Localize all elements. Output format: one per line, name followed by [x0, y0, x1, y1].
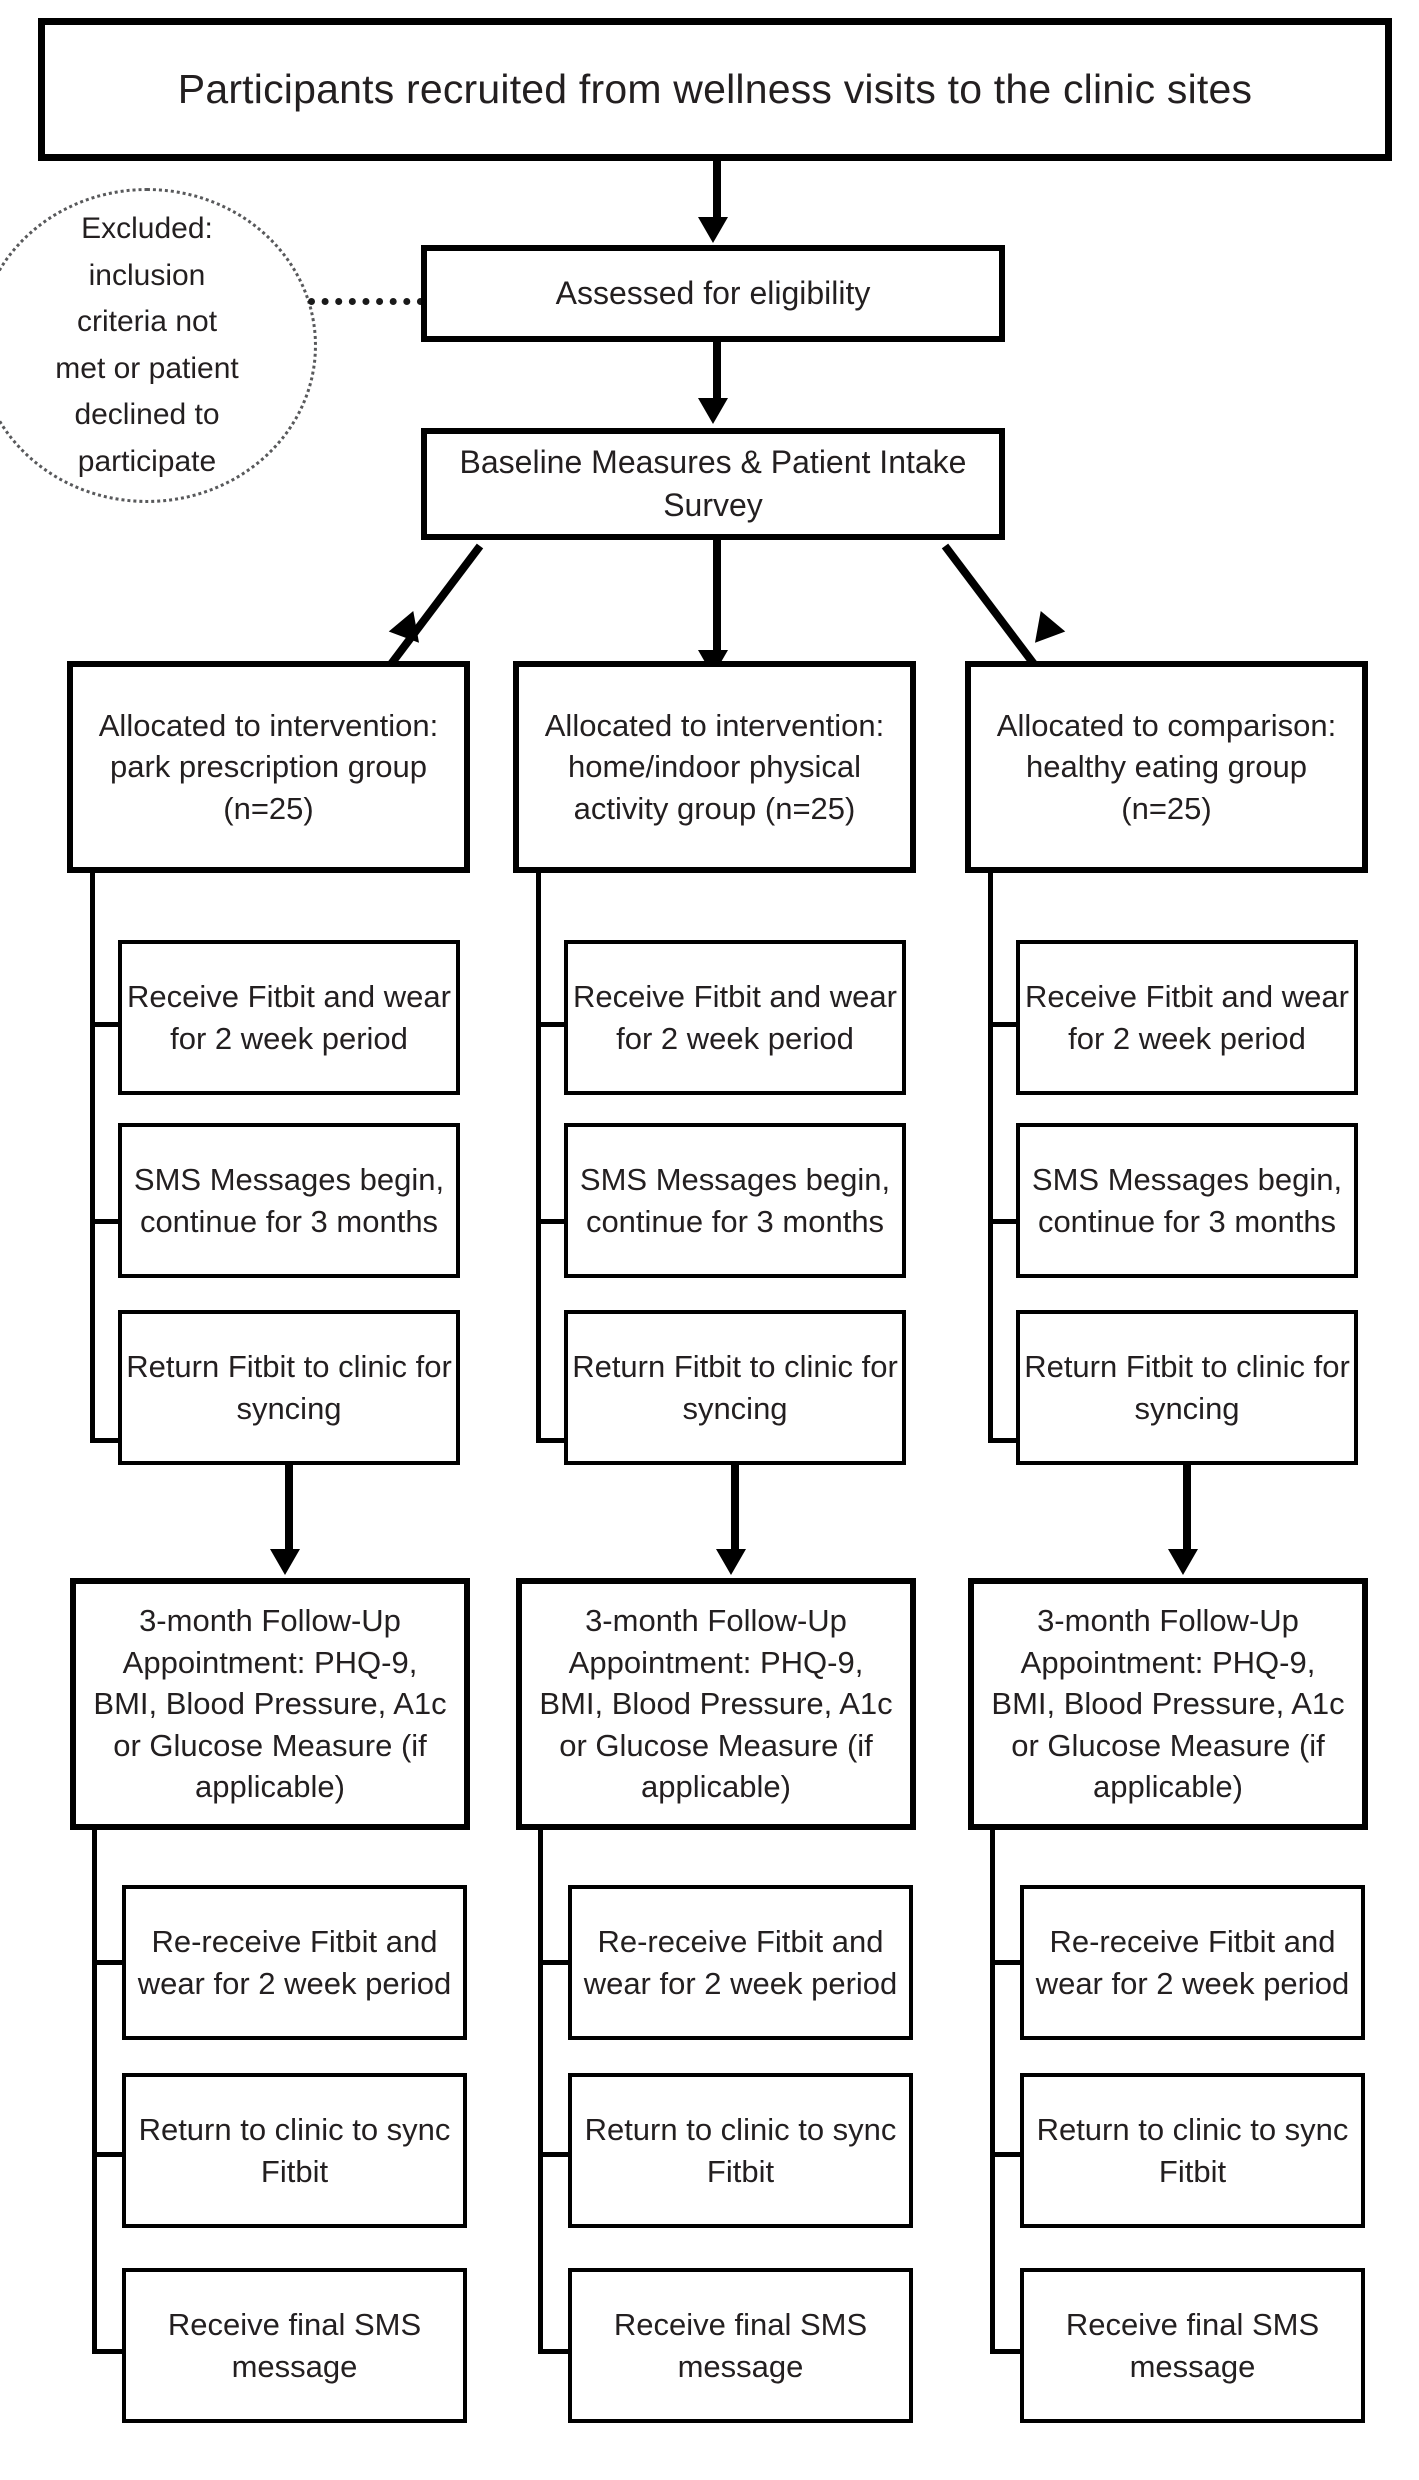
- connector-arm-3-to-followup: [1183, 1465, 1191, 1555]
- step-box-arm-1-return-to-sync: Return to clinic to sync Fitbit: [122, 2073, 467, 2228]
- bracket-stub-arm-2-step-4: [538, 1960, 572, 1965]
- step-box-arm-3-return-fitbit: Return Fitbit to clinic for syncing: [1016, 1310, 1358, 1465]
- step-box-arm-2-re-receive-fitbit: Re-receive Fitbit and wear for 2 week pe…: [568, 1885, 913, 2040]
- step-label-arm-1-return-to-sync: Return to clinic to sync Fitbit: [138, 2111, 451, 2189]
- step-label-arm-2-final-sms: Receive final SMS message: [613, 2306, 868, 2384]
- followup-label-arm-3: 3-month Follow-Up Appointment: PHQ-9, BM…: [991, 1603, 1345, 1805]
- bracket-spine-arm-2-phase2: [538, 1830, 543, 2354]
- title-box: Participants recruited from wellness vis…: [38, 18, 1392, 161]
- allocation-box-arm-3: Allocated to comparison: healthy eating …: [965, 661, 1368, 873]
- bracket-spine-arm-1-phase2: [92, 1830, 97, 2354]
- allocation-box-arm-2: Allocated to intervention: home/indoor p…: [513, 661, 916, 873]
- step-label-arm-3-receive-fitbit: Receive Fitbit and wear for 2 week perio…: [1025, 978, 1349, 1056]
- step-box-arm-3-sms-begin: SMS Messages begin, continue for 3 month…: [1016, 1123, 1358, 1278]
- bracket-stub-arm-3-step-5: [990, 2152, 1024, 2157]
- step-label-arm-2-re-receive-fitbit: Re-receive Fitbit and wear for 2 week pe…: [583, 1923, 898, 2001]
- bracket-stub-arm-3-step-2: [988, 1219, 1020, 1224]
- arrowhead-arm-2-to-followup: [716, 1549, 746, 1575]
- bracket-spine-arm-3-phase2: [990, 1830, 995, 2354]
- bracket-stub-arm-2-step-5: [538, 2152, 572, 2157]
- followup-label-arm-2: 3-month Follow-Up Appointment: PHQ-9, BM…: [539, 1603, 893, 1805]
- bracket-stub-arm-1-step-3: [90, 1438, 122, 1443]
- eligibility-box-label: Assessed for eligibility: [555, 275, 871, 312]
- bracket-stub-arm-3-step-4: [990, 1960, 1024, 1965]
- title-box-label: Participants recruited from wellness vis…: [177, 66, 1253, 113]
- step-box-arm-2-final-sms: Receive final SMS message: [568, 2268, 913, 2423]
- arrowhead-arm-3-to-followup: [1168, 1549, 1198, 1575]
- step-label-arm-1-receive-fitbit: Receive Fitbit and wear for 2 week perio…: [127, 978, 451, 1056]
- bracket-stub-arm-2-step-2: [536, 1219, 568, 1224]
- step-box-arm-1-sms-begin: SMS Messages begin, continue for 3 month…: [118, 1123, 460, 1278]
- eligibility-box: Assessed for eligibility: [421, 245, 1005, 342]
- bracket-stub-arm-1-step-4: [92, 1960, 126, 1965]
- step-label-arm-2-sms-begin: SMS Messages begin, continue for 3 month…: [579, 1161, 891, 1239]
- bracket-stub-arm-1-step-2: [90, 1219, 122, 1224]
- allocation-label-arm-1: Allocated to intervention: park prescrip…: [98, 707, 439, 826]
- arrowhead-eligibility-to-baseline: [698, 398, 728, 424]
- step-box-arm-3-re-receive-fitbit: Re-receive Fitbit and wear for 2 week pe…: [1020, 1885, 1365, 2040]
- bracket-stub-arm-3-step-1: [988, 1022, 1020, 1027]
- step-box-arm-3-final-sms: Receive final SMS message: [1020, 2268, 1365, 2423]
- excluded-circle: Excluded: inclusion criteria not met or …: [0, 188, 317, 503]
- step-box-arm-2-return-to-sync: Return to clinic to sync Fitbit: [568, 2073, 913, 2228]
- step-label-arm-2-return-to-sync: Return to clinic to sync Fitbit: [584, 2111, 897, 2189]
- bracket-stub-arm-2-step-3: [536, 1438, 568, 1443]
- step-label-arm-1-return-fitbit: Return Fitbit to clinic for syncing: [126, 1348, 452, 1426]
- connector-baseline-to-arm-2: [713, 540, 721, 662]
- followup-box-arm-1: 3-month Follow-Up Appointment: PHQ-9, BM…: [70, 1578, 470, 1830]
- bracket-stub-arm-1-step-6: [92, 2349, 126, 2354]
- bracket-stub-arm-1-step-1: [90, 1022, 122, 1027]
- connector-title-to-eligibility: [713, 161, 721, 223]
- arrowhead-baseline-to-arm-3: [1022, 610, 1066, 654]
- step-label-arm-1-final-sms: Receive final SMS message: [167, 2306, 422, 2384]
- step-label-arm-1-sms-begin: SMS Messages begin, continue for 3 month…: [133, 1161, 445, 1239]
- excluded-circle-label: Excluded: inclusion criteria not met or …: [55, 212, 239, 478]
- dotted-connector-excluded-to-eligibility: [308, 298, 424, 305]
- step-box-arm-1-re-receive-fitbit: Re-receive Fitbit and wear for 2 week pe…: [122, 1885, 467, 2040]
- bracket-spine-arm-1-phase1: [90, 873, 95, 1443]
- step-box-arm-1-receive-fitbit: Receive Fitbit and wear for 2 week perio…: [118, 940, 460, 1095]
- step-box-arm-3-receive-fitbit: Receive Fitbit and wear for 2 week perio…: [1016, 940, 1358, 1095]
- bracket-stub-arm-1-step-5: [92, 2152, 126, 2157]
- step-box-arm-1-return-fitbit: Return Fitbit to clinic for syncing: [118, 1310, 460, 1465]
- allocation-box-arm-1: Allocated to intervention: park prescrip…: [67, 661, 470, 873]
- step-label-arm-2-return-fitbit: Return Fitbit to clinic for syncing: [572, 1348, 898, 1426]
- step-box-arm-2-receive-fitbit: Receive Fitbit and wear for 2 week perio…: [564, 940, 906, 1095]
- step-box-arm-1-final-sms: Receive final SMS message: [122, 2268, 467, 2423]
- step-label-arm-1-re-receive-fitbit: Re-receive Fitbit and wear for 2 week pe…: [137, 1923, 452, 2001]
- connector-arm-1-to-followup: [285, 1465, 293, 1555]
- step-label-arm-3-sms-begin: SMS Messages begin, continue for 3 month…: [1031, 1161, 1343, 1239]
- baseline-box-label: Baseline Measures & Patient Intake Surve…: [459, 444, 967, 523]
- bracket-stub-arm-3-step-3: [988, 1438, 1020, 1443]
- step-label-arm-2-receive-fitbit: Receive Fitbit and wear for 2 week perio…: [573, 978, 897, 1056]
- step-label-arm-3-return-to-sync: Return to clinic to sync Fitbit: [1036, 2111, 1349, 2189]
- step-label-arm-3-re-receive-fitbit: Re-receive Fitbit and wear for 2 week pe…: [1035, 1923, 1350, 2001]
- step-label-arm-3-return-fitbit: Return Fitbit to clinic for syncing: [1024, 1348, 1350, 1426]
- baseline-box: Baseline Measures & Patient Intake Surve…: [421, 428, 1005, 540]
- followup-label-arm-1: 3-month Follow-Up Appointment: PHQ-9, BM…: [93, 1603, 447, 1805]
- bracket-stub-arm-2-step-1: [536, 1022, 568, 1027]
- connector-eligibility-to-baseline: [713, 342, 721, 404]
- step-label-arm-3-final-sms: Receive final SMS message: [1065, 2306, 1320, 2384]
- arrowhead-title-to-eligibility: [698, 217, 728, 243]
- bracket-spine-arm-3-phase1: [988, 873, 993, 1443]
- bracket-spine-arm-2-phase1: [536, 873, 541, 1443]
- allocation-label-arm-3: Allocated to comparison: healthy eating …: [996, 707, 1337, 826]
- followup-box-arm-2: 3-month Follow-Up Appointment: PHQ-9, BM…: [516, 1578, 916, 1830]
- step-box-arm-2-sms-begin: SMS Messages begin, continue for 3 month…: [564, 1123, 906, 1278]
- connector-arm-2-to-followup: [731, 1465, 739, 1555]
- bracket-stub-arm-2-step-6: [538, 2349, 572, 2354]
- arrowhead-arm-1-to-followup: [270, 1549, 300, 1575]
- step-box-arm-2-return-fitbit: Return Fitbit to clinic for syncing: [564, 1310, 906, 1465]
- allocation-label-arm-2: Allocated to intervention: home/indoor p…: [544, 707, 885, 826]
- step-box-arm-3-return-to-sync: Return to clinic to sync Fitbit: [1020, 2073, 1365, 2228]
- bracket-stub-arm-3-step-6: [990, 2349, 1024, 2354]
- followup-box-arm-3: 3-month Follow-Up Appointment: PHQ-9, BM…: [968, 1578, 1368, 1830]
